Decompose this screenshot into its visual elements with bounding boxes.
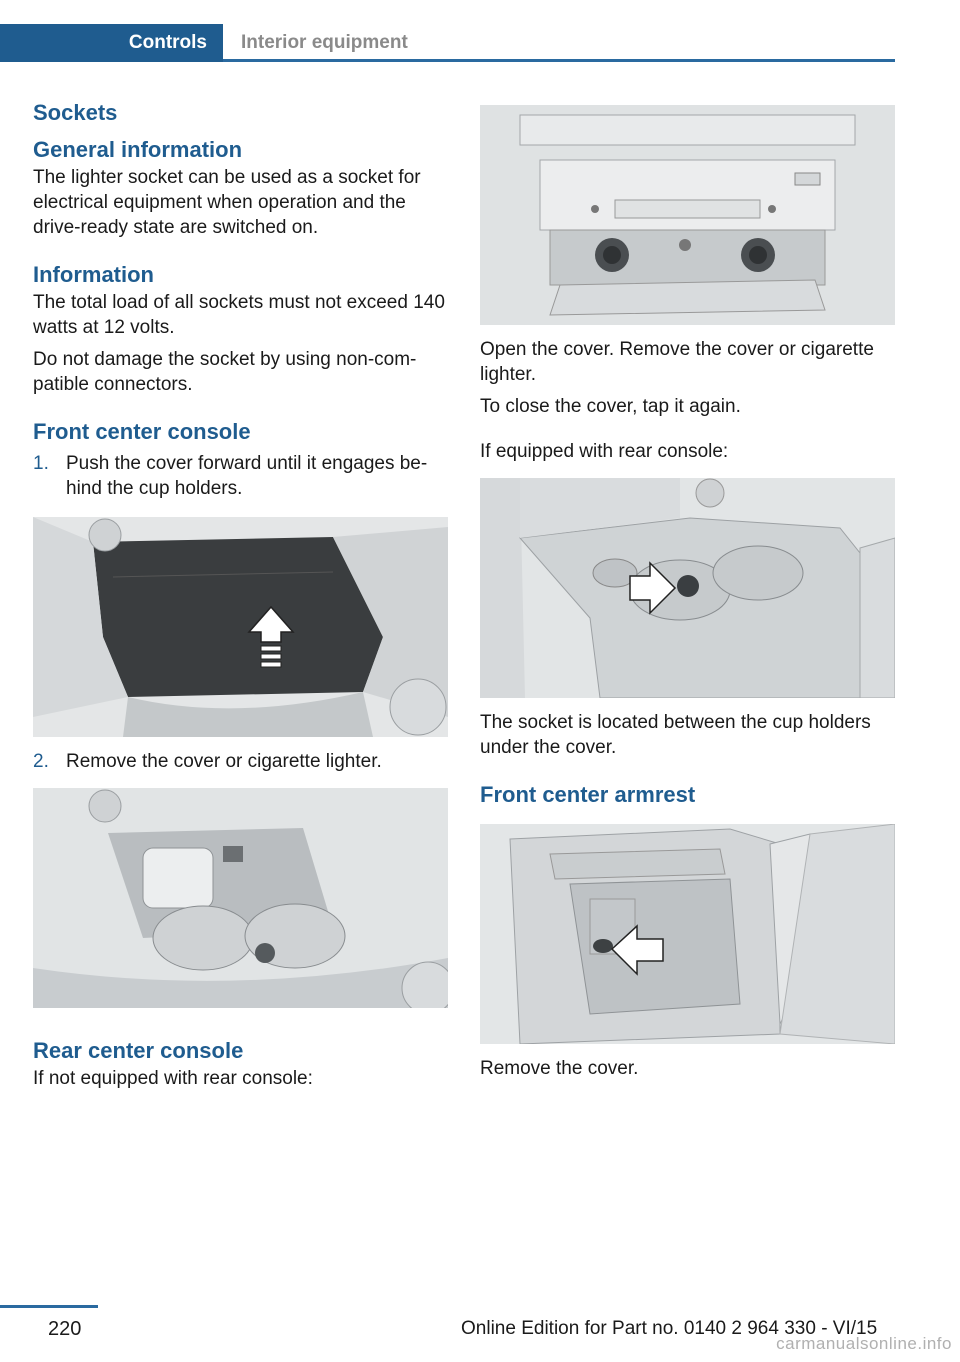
section-title-sockets: Sockets xyxy=(33,100,118,125)
footer-rule xyxy=(0,1305,98,1308)
open-cover-text: Open the cover. Remove the cover or ciga… xyxy=(480,339,874,385)
socket-location-text: The socket is located between the cup ho… xyxy=(480,712,871,758)
section-tab: Interior equipment xyxy=(241,32,408,53)
page-header: Controls Interior equipment xyxy=(0,24,895,62)
armrest-text: Remove the cover. xyxy=(480,1058,639,1079)
heading-information: Information xyxy=(33,262,154,287)
cup-holder-illustration xyxy=(33,788,448,1008)
step-text: Remove the cover or cigarette lighter. xyxy=(66,751,382,772)
edition-note: Online Edition for Part no. 0140 2 964 3… xyxy=(461,1318,878,1339)
rear-console-illustration xyxy=(480,478,895,698)
rear-console-not-equipped-text: If not equipped with rear console: xyxy=(33,1068,313,1089)
right-column: Open the cover. Remove the cover or ciga… xyxy=(480,105,895,1081)
page-number: 220 xyxy=(48,1318,82,1340)
arrow-left-icon xyxy=(610,924,664,976)
push-arrow-icon xyxy=(247,605,295,668)
rear-socket-illustration xyxy=(480,105,895,325)
heading-rear-center-console: Rear center console xyxy=(33,1038,244,1063)
chapter-tab: Controls xyxy=(0,24,223,62)
heading-front-center-armrest: Front center armrest xyxy=(480,782,696,807)
step-item: 2. Remove the cover or cigarette lighter… xyxy=(33,749,448,774)
arrow-right-icon xyxy=(629,561,677,615)
heading-front-center-console: Front center console xyxy=(33,419,251,444)
armrest-illustration xyxy=(480,824,895,1044)
figure-front-console-cover xyxy=(33,517,448,737)
watermark: carmanualsonline.info xyxy=(776,1334,952,1353)
figure-cup-holders-socket xyxy=(33,788,448,1008)
step-text: Push the cover forward until it engages … xyxy=(66,453,428,499)
steps-list-continued: 2. Remove the cover or cigarette lighter… xyxy=(33,749,448,774)
heading-general-information: General information xyxy=(33,137,243,162)
step-number: 1. xyxy=(33,453,49,474)
information-text-connectors: Do not damage the socket by using non-co… xyxy=(33,349,417,395)
figure-rear-sockets xyxy=(480,105,895,325)
figure-front-center-armrest xyxy=(480,824,895,1044)
close-cover-text: To close the cover, tap it again. xyxy=(480,396,741,417)
step-number: 2. xyxy=(33,751,49,772)
figure-rear-console-socket xyxy=(480,478,895,698)
steps-list: 1. Push the cover forward until it engag… xyxy=(33,451,448,501)
general-information-text: The lighter socket can be used as a sock… xyxy=(33,167,421,238)
header-rule xyxy=(223,59,895,62)
information-text-load: The total load of all sockets must not e… xyxy=(33,292,445,338)
front-console-illustration xyxy=(33,517,448,737)
rear-console-equipped-text: If equipped with rear console: xyxy=(480,441,729,462)
step-item: 1. Push the cover forward until it engag… xyxy=(33,451,448,501)
left-column: Sockets General information The lighter … xyxy=(33,98,448,1091)
